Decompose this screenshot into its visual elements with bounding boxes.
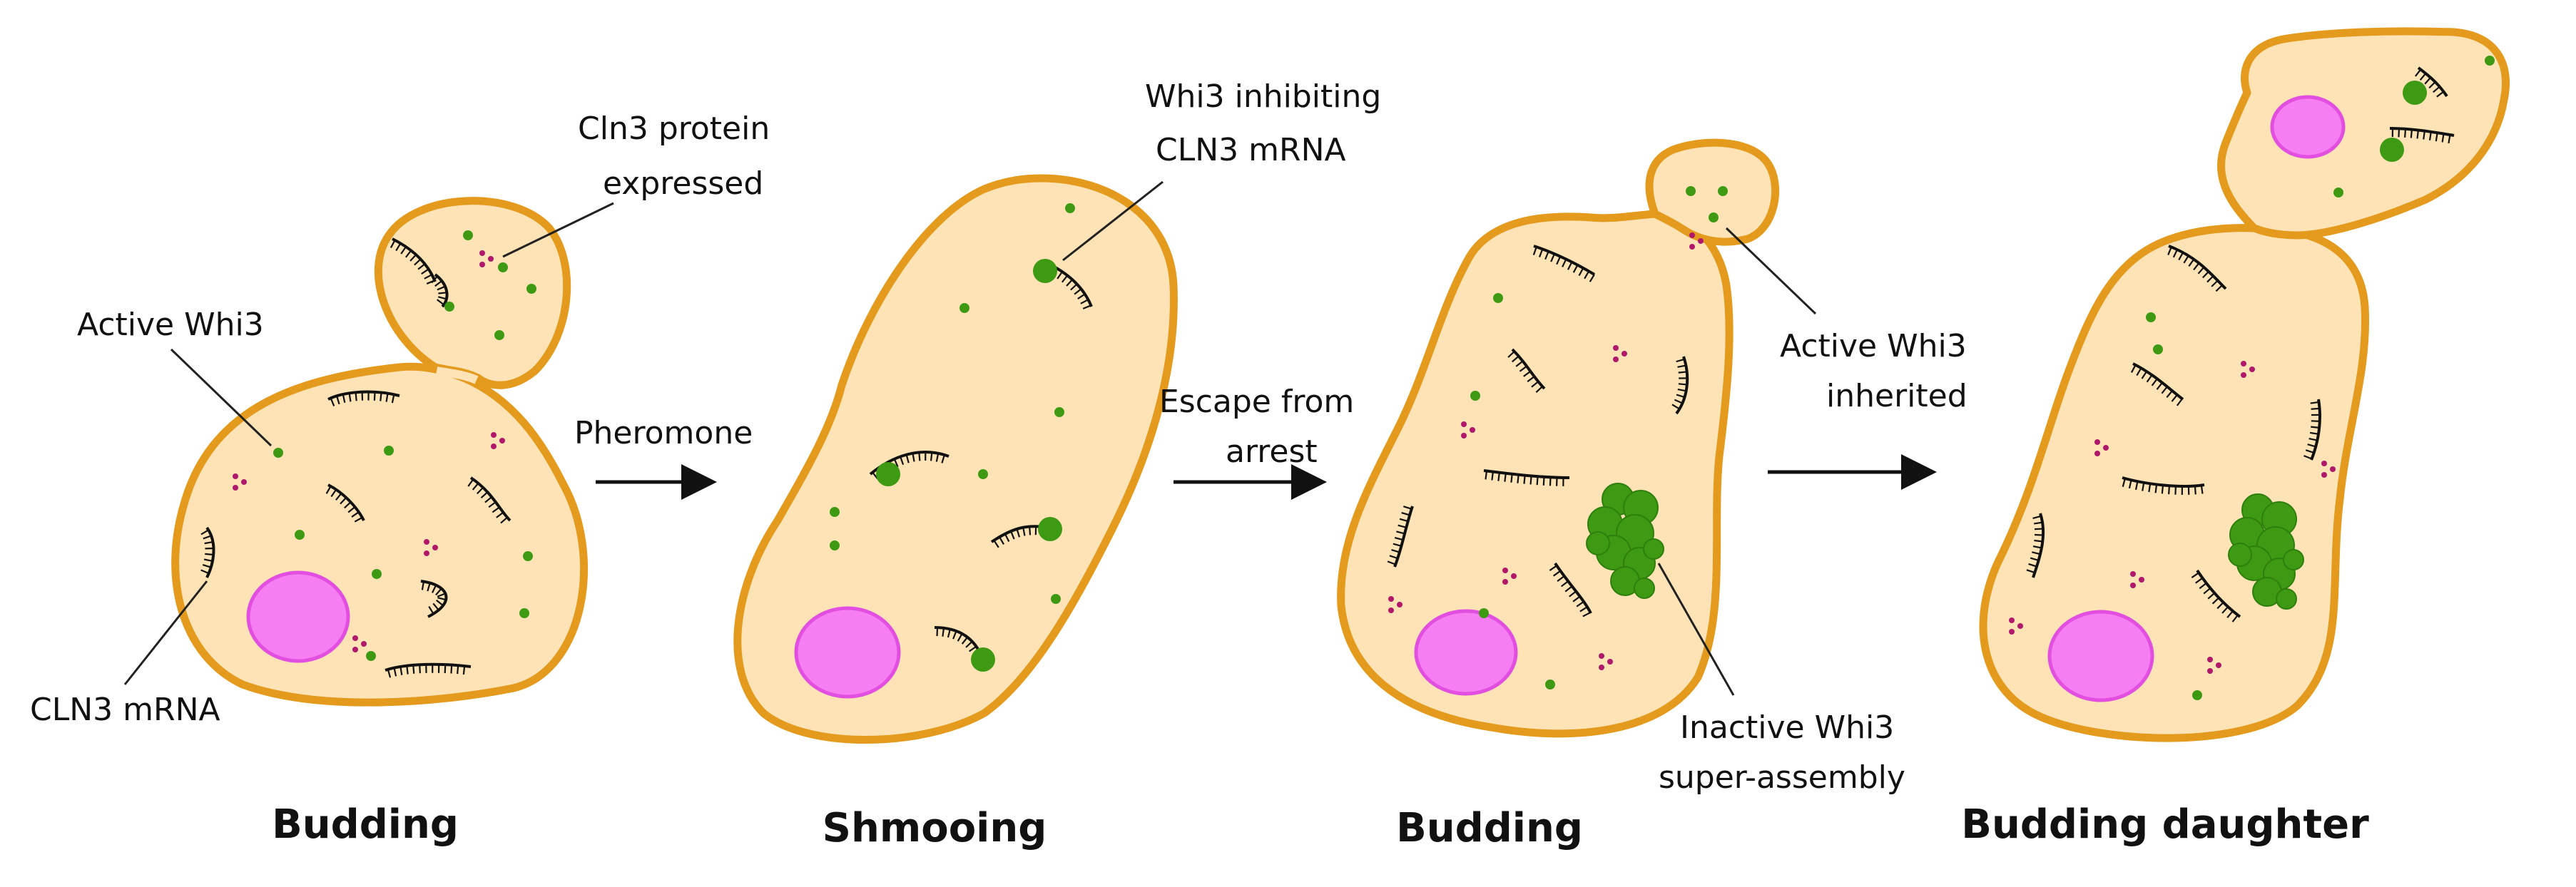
label-whi3-inhibiting-1: Whi3 inhibiting (1145, 78, 1381, 115)
nucleus (796, 608, 899, 697)
label-pheromone: Pheromone (574, 415, 753, 451)
label-active-whi3-inherited-1: Active Whi3 (1780, 328, 1967, 364)
label-cln3-mrna: CLN3 mRNA (30, 692, 220, 728)
cell-budding-daughter (1983, 31, 2505, 738)
stage-title-budding-daughter: Budding daughter (1961, 801, 2369, 848)
stage-title-budding-1: Budding (272, 801, 459, 848)
label-whi3-inhibiting-2: CLN3 mRNA (1156, 132, 1346, 168)
mother-cell-membrane (1983, 228, 2366, 739)
cell-budding-1 (175, 201, 584, 702)
stage-title-shmooing: Shmooing (823, 805, 1047, 851)
mother-cell-membrane (175, 366, 584, 702)
label-cln3-protein-1: Cln3 protein (578, 111, 770, 147)
cell-shmooing (738, 178, 1174, 740)
label-inactive-whi3-1: Inactive Whi3 (1680, 709, 1894, 746)
cell-budding-2 (1341, 143, 1776, 734)
label-active-whi3-inherited-2: inherited (1826, 378, 1967, 414)
bud-membrane (378, 201, 566, 386)
label-escape-1: Escape from (1159, 384, 1354, 420)
daughter-bud-membrane (2221, 31, 2506, 235)
leader-active-whi3-inherited (1726, 228, 1816, 314)
label-inactive-whi3-2: super-assembly (1659, 759, 1905, 796)
label-active-whi3: Active Whi3 (77, 307, 264, 343)
stage-title-budding-2: Budding (1396, 805, 1583, 851)
mother-cell-membrane (1341, 214, 1730, 734)
nucleus (2050, 612, 2152, 700)
label-cln3-protein-2: expressed (603, 165, 763, 202)
nucleus (1416, 611, 1516, 694)
nucleus (248, 573, 348, 661)
label-escape-2: arrest (1226, 434, 1318, 470)
daughter-nucleus (2272, 97, 2343, 157)
